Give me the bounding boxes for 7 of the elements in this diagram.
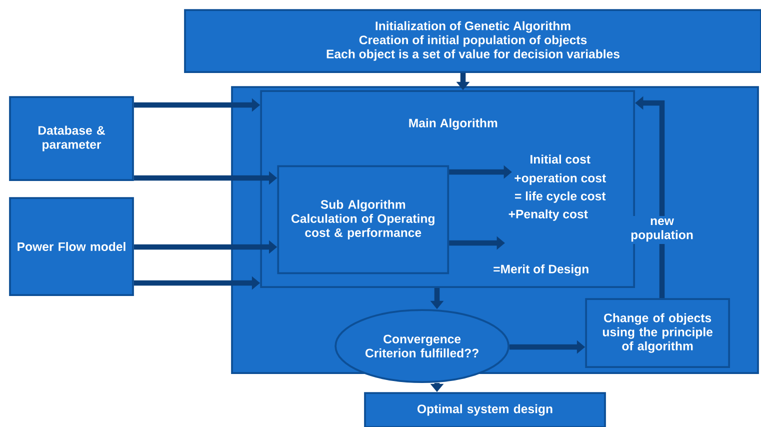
process-box: Change of objects using the principle of algorithm	[585, 298, 730, 368]
edge-label: new population	[621, 216, 703, 244]
input-box: Power Flow model	[9, 197, 134, 296]
heading-box: Initialization of Genetic Algorithm Creation of initial population of objects Each object is a set of value for decision variables	[184, 9, 761, 73]
output-box: Optimal system design	[364, 392, 606, 427]
process-box: Sub Algorithm Calculation of Operating cost & performance	[277, 165, 450, 274]
input-box: Database & parameter	[9, 96, 134, 181]
